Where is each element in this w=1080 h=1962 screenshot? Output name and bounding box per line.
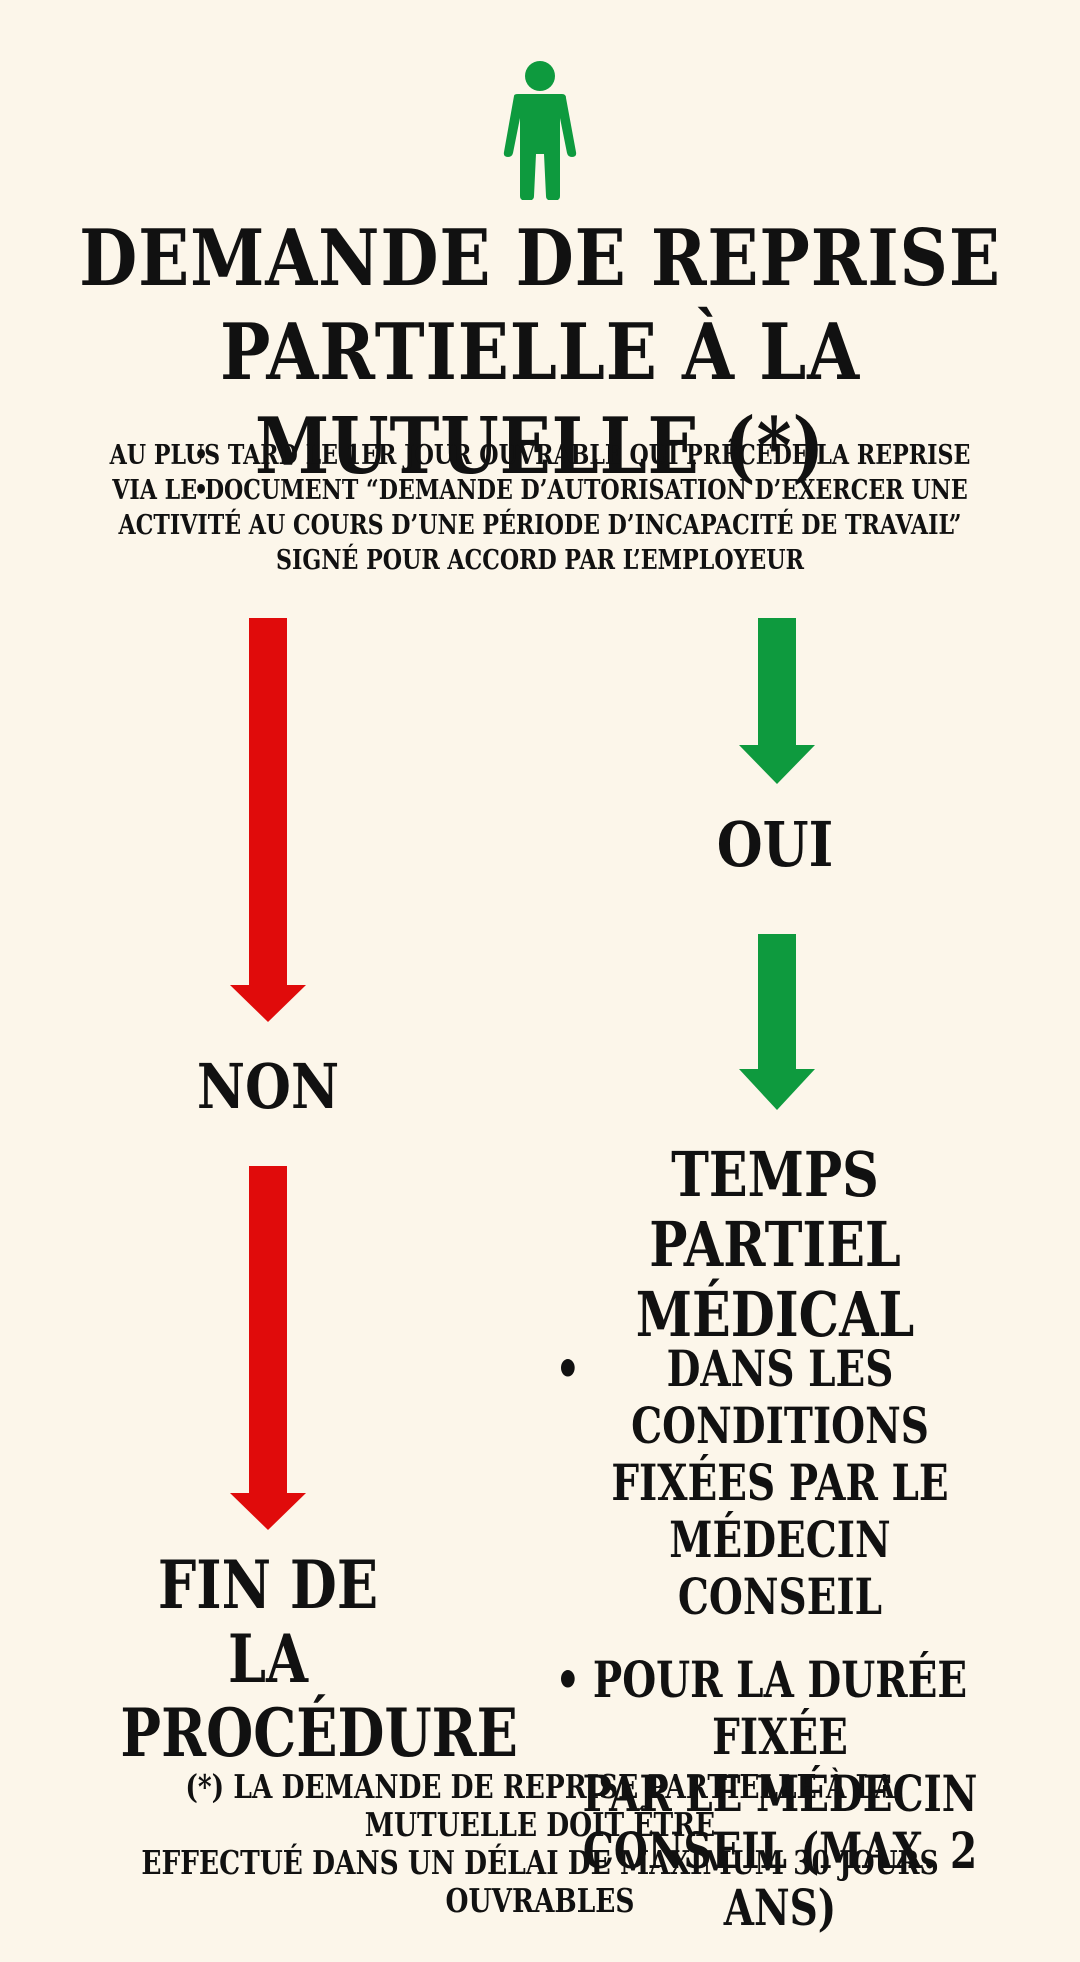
yes-arrow-2 xyxy=(739,934,815,1110)
person-icon xyxy=(503,61,577,200)
requirement-line: ACTIVITÉ AU COURS D’UNE PÉRIODE D’INCAPA… xyxy=(118,510,962,541)
requirements-list: AU PLUS TARD LE 1ER JOUR OUVRABLE QUI PR… xyxy=(97,438,983,578)
condition-item: • DANS LES CONDITIONS FIXÉES PAR LE MÉDE… xyxy=(555,1339,999,1626)
title-line-1: DEMANDE DE REPRISE xyxy=(79,213,1001,304)
bullet-icon: • xyxy=(555,1339,581,1398)
requirement-line: SIGNÉ POUR ACCORD PAR L’EMPLOYEUR xyxy=(275,545,805,576)
condition-line: POUR LA DURÉE FIXÉE xyxy=(592,1650,968,1766)
requirement-item: AU PLUS TARD LE 1ER JOUR OUVRABLE QUI PR… xyxy=(97,438,983,473)
requirement-line: VIA LE DOCUMENT “DEMANDE D’AUTORISATION … xyxy=(112,475,968,506)
condition-line: FIXÉES PAR LE xyxy=(611,1453,949,1512)
yes-result-line: TEMPS PARTIEL xyxy=(649,1138,901,1281)
yes-arrow-1 xyxy=(739,618,815,784)
condition-line: CONSEIL (MAX. 2 ANS) xyxy=(582,1821,978,1937)
footnote-line: (*) LA DEMANDE DE REPRISE PARTIELLE À LA… xyxy=(185,1767,895,1844)
condition-line: DANS LES CONDITIONS xyxy=(631,1339,929,1455)
requirement-item: VIA LE DOCUMENT “DEMANDE D’AUTORISATION … xyxy=(97,473,983,578)
condition-line: PAR LE MÉDECIN xyxy=(582,1764,978,1823)
no-result-line: FIN DE LA xyxy=(157,1546,379,1698)
yes-label: OUI xyxy=(716,808,834,881)
footnote-line: EFFECTUÉ DANS UN DÉLAI DE MAXIMUM 30 JOU… xyxy=(141,1843,939,1920)
no-label: NON xyxy=(196,1050,340,1123)
yes-result-line: MÉDICAL xyxy=(635,1278,915,1351)
yes-result: TEMPS PARTIEL MÉDICAL xyxy=(574,1140,976,1350)
no-result-line: PROCÉDURE xyxy=(120,1694,518,1772)
no-arrow-2 xyxy=(230,1166,306,1530)
condition-line: MÉDECIN CONSEIL xyxy=(669,1510,891,1626)
flow-arrows xyxy=(230,618,815,1530)
footnote: (*) LA DEMANDE DE REPRISE PARTIELLE À LA… xyxy=(108,1768,972,1920)
conditions-list: • DANS LES CONDITIONS FIXÉES PAR LE MÉDE… xyxy=(555,1339,999,1962)
no-result: FIN DE LA PROCÉDURE xyxy=(120,1546,518,1772)
condition-item: • POUR LA DURÉE FIXÉE PAR LE MÉDECIN CON… xyxy=(555,1650,999,1937)
requirement-line: AU PLUS TARD LE 1ER JOUR OUVRABLE QUI PR… xyxy=(109,440,971,471)
no-arrow-1 xyxy=(230,618,306,1022)
bullet-icon: • xyxy=(555,1650,581,1709)
